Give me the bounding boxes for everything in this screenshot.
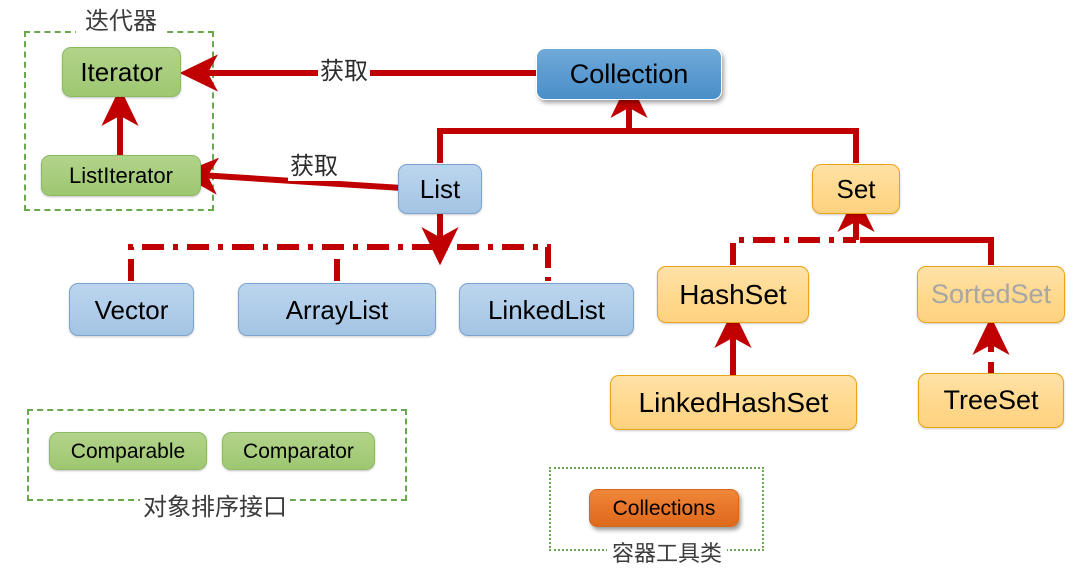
- node-hashset-label: HashSet: [679, 278, 787, 310]
- node-comparable[interactable]: Comparable: [49, 432, 207, 470]
- node-linkedlist[interactable]: LinkedList: [459, 283, 634, 336]
- node-comparable-label: Comparable: [70, 439, 186, 463]
- node-collections-label: Collections: [612, 496, 716, 520]
- edge-label-collection-iterator: 获取: [318, 51, 370, 86]
- node-set-label: Set: [836, 174, 876, 204]
- node-iterator-label: Iterator: [80, 57, 163, 87]
- node-vector-label: Vector: [94, 294, 169, 325]
- node-arraylist[interactable]: ArrayList: [238, 283, 436, 336]
- node-vector[interactable]: Vector: [69, 283, 194, 336]
- node-comparator-label: Comparator: [243, 439, 354, 463]
- node-sortedset[interactable]: SortedSet: [917, 266, 1065, 323]
- node-sortedset-label: SortedSet: [930, 279, 1052, 309]
- node-treeset-label: TreeSet: [943, 385, 1039, 415]
- edge-label-list-listiterator: 获取: [288, 146, 340, 181]
- node-collection[interactable]: Collection: [536, 48, 722, 100]
- node-collection-label: Collection: [569, 58, 689, 89]
- edge-bus-list-set: [437, 128, 859, 163]
- node-linkedhashset[interactable]: LinkedHashSet: [610, 375, 857, 430]
- node-linkedlist-label: LinkedList: [487, 294, 606, 325]
- node-comparator[interactable]: Comparator: [222, 432, 375, 470]
- group-collections-utility-label: 容器工具类: [607, 536, 727, 568]
- node-listiterator-label: ListIterator: [69, 162, 173, 188]
- node-list-label: List: [419, 174, 461, 204]
- node-collections[interactable]: Collections: [589, 489, 739, 527]
- edge-hashset-set: [730, 237, 856, 265]
- group-iterator-label: 迭代器: [76, 1, 166, 36]
- node-listiterator[interactable]: ListIterator: [41, 155, 201, 196]
- node-iterator[interactable]: Iterator: [62, 47, 181, 97]
- group-object-sorting-label: 对象排序接口: [140, 487, 290, 522]
- node-set[interactable]: Set: [812, 164, 900, 214]
- node-treeset[interactable]: TreeSet: [918, 373, 1064, 428]
- node-list[interactable]: List: [398, 164, 482, 214]
- node-hashset[interactable]: HashSet: [657, 266, 809, 323]
- edge-list-impl-bus: [128, 244, 551, 281]
- node-linkedhashset-label: LinkedHashSet: [638, 386, 829, 418]
- edge-sortedset-set: [860, 237, 994, 265]
- node-arraylist-label: ArrayList: [285, 294, 389, 325]
